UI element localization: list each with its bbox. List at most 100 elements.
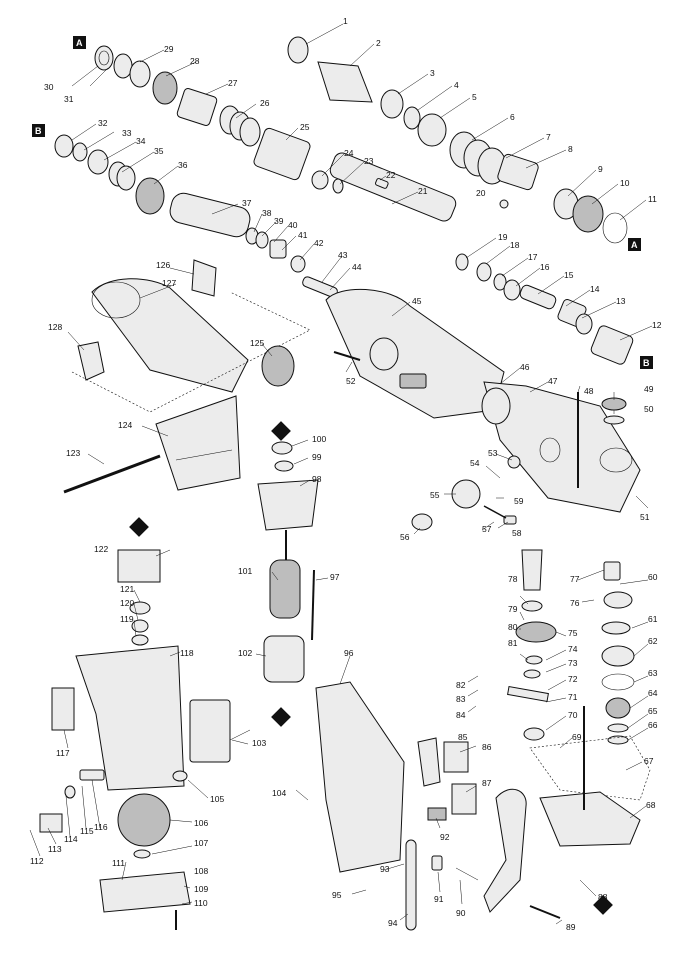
callout-73: 73 bbox=[568, 658, 578, 668]
callout-122: 122 bbox=[94, 544, 108, 554]
callout-34: 34 bbox=[136, 136, 146, 146]
callout-21: 21 bbox=[418, 186, 428, 196]
callout-102: 102 bbox=[238, 648, 252, 658]
callout-91: 91 bbox=[434, 894, 444, 904]
callout-108: 108 bbox=[194, 866, 208, 876]
callout-98: 98 bbox=[312, 474, 322, 484]
callout-62: 62 bbox=[648, 636, 658, 646]
callout-53: 53 bbox=[488, 448, 498, 458]
callout-12: 12 bbox=[652, 320, 662, 330]
callout-65: 65 bbox=[648, 706, 658, 716]
callout-25: 25 bbox=[300, 122, 310, 132]
marker-a-top: A bbox=[73, 36, 86, 49]
callout-87: 87 bbox=[482, 778, 492, 788]
callout-16: 16 bbox=[540, 262, 550, 272]
callout-104: 104 bbox=[272, 788, 286, 798]
callout-118: 118 bbox=[180, 648, 194, 658]
callout-2: 2 bbox=[376, 38, 381, 48]
callout-68: 68 bbox=[646, 800, 656, 810]
front-seal-group bbox=[94, 45, 311, 181]
callout-110: 110 bbox=[194, 898, 208, 908]
gear-train-group bbox=[507, 549, 651, 847]
callout-82: 82 bbox=[456, 680, 466, 690]
callout-126: 126 bbox=[156, 260, 170, 270]
callout-14: 14 bbox=[590, 284, 600, 294]
callout-38: 38 bbox=[262, 208, 272, 218]
callout-10: 10 bbox=[620, 178, 630, 188]
callout-57: 57 bbox=[482, 524, 492, 534]
motor-group bbox=[257, 421, 319, 727]
callout-28: 28 bbox=[190, 56, 200, 66]
callout-69: 69 bbox=[572, 732, 582, 742]
callout-58: 58 bbox=[512, 528, 522, 538]
callout-84: 84 bbox=[456, 710, 466, 720]
callout-7: 7 bbox=[546, 132, 551, 142]
callout-1: 1 bbox=[343, 16, 348, 26]
callout-99: 99 bbox=[312, 452, 322, 462]
callout-105: 105 bbox=[210, 794, 224, 804]
callout-30: 30 bbox=[44, 82, 54, 92]
callout-35: 35 bbox=[154, 146, 164, 156]
callout-114: 114 bbox=[64, 834, 78, 844]
callout-45: 45 bbox=[412, 296, 422, 306]
callout-94: 94 bbox=[388, 918, 398, 928]
callout-29: 29 bbox=[164, 44, 174, 54]
callout-121: 121 bbox=[120, 584, 134, 594]
callout-109: 109 bbox=[194, 884, 208, 894]
callout-37: 37 bbox=[242, 198, 252, 208]
callout-49: 49 bbox=[644, 384, 654, 394]
callout-52: 52 bbox=[346, 376, 356, 386]
callout-128: 128 bbox=[48, 322, 62, 332]
callout-36: 36 bbox=[178, 160, 188, 170]
callout-75: 75 bbox=[568, 628, 578, 638]
callout-101: 101 bbox=[238, 566, 252, 576]
callout-43: 43 bbox=[338, 250, 348, 260]
callout-80: 80 bbox=[508, 622, 518, 632]
callout-20: 20 bbox=[476, 188, 486, 198]
callout-71: 71 bbox=[568, 692, 578, 702]
callout-3: 3 bbox=[430, 68, 435, 78]
callout-97: 97 bbox=[330, 572, 340, 582]
callout-17: 17 bbox=[528, 252, 538, 262]
marker-a-right: A bbox=[628, 238, 641, 251]
callout-8: 8 bbox=[568, 144, 573, 154]
callout-64: 64 bbox=[648, 688, 658, 698]
marker-b-left: B bbox=[32, 124, 45, 137]
callout-26: 26 bbox=[260, 98, 270, 108]
callout-48: 48 bbox=[584, 386, 594, 396]
grip-group bbox=[405, 788, 613, 931]
callout-124: 124 bbox=[118, 420, 132, 430]
leader-lines bbox=[29, 23, 653, 925]
callout-111: 111 bbox=[112, 858, 125, 868]
callout-67: 67 bbox=[644, 756, 654, 766]
callout-56: 56 bbox=[400, 532, 410, 542]
callout-100: 100 bbox=[312, 434, 326, 444]
callout-50: 50 bbox=[644, 404, 654, 414]
callout-40: 40 bbox=[288, 220, 298, 230]
handle-housing bbox=[315, 681, 477, 873]
callout-112: 112 bbox=[30, 856, 44, 866]
callout-125: 125 bbox=[250, 338, 264, 348]
callout-6: 6 bbox=[510, 112, 515, 122]
marker-a-right-label: A bbox=[631, 240, 638, 250]
callout-81: 81 bbox=[508, 638, 518, 648]
callout-54: 54 bbox=[470, 458, 480, 468]
callout-51: 51 bbox=[640, 512, 650, 522]
callout-103: 103 bbox=[252, 738, 266, 748]
callout-15: 15 bbox=[564, 270, 574, 280]
callout-76: 76 bbox=[570, 598, 580, 608]
brush-holder-group bbox=[117, 517, 161, 646]
callout-96: 96 bbox=[344, 648, 354, 658]
callout-74: 74 bbox=[568, 644, 578, 654]
callout-107: 107 bbox=[194, 838, 208, 848]
marker-b-right-label: B bbox=[643, 358, 650, 368]
callout-13: 13 bbox=[616, 296, 626, 306]
callout-83: 83 bbox=[456, 694, 466, 704]
callout-61: 61 bbox=[648, 614, 658, 624]
callout-88: 88 bbox=[598, 892, 608, 902]
callout-127: 127 bbox=[162, 278, 176, 288]
callout-72: 72 bbox=[568, 674, 578, 684]
gear-housing bbox=[481, 381, 641, 513]
